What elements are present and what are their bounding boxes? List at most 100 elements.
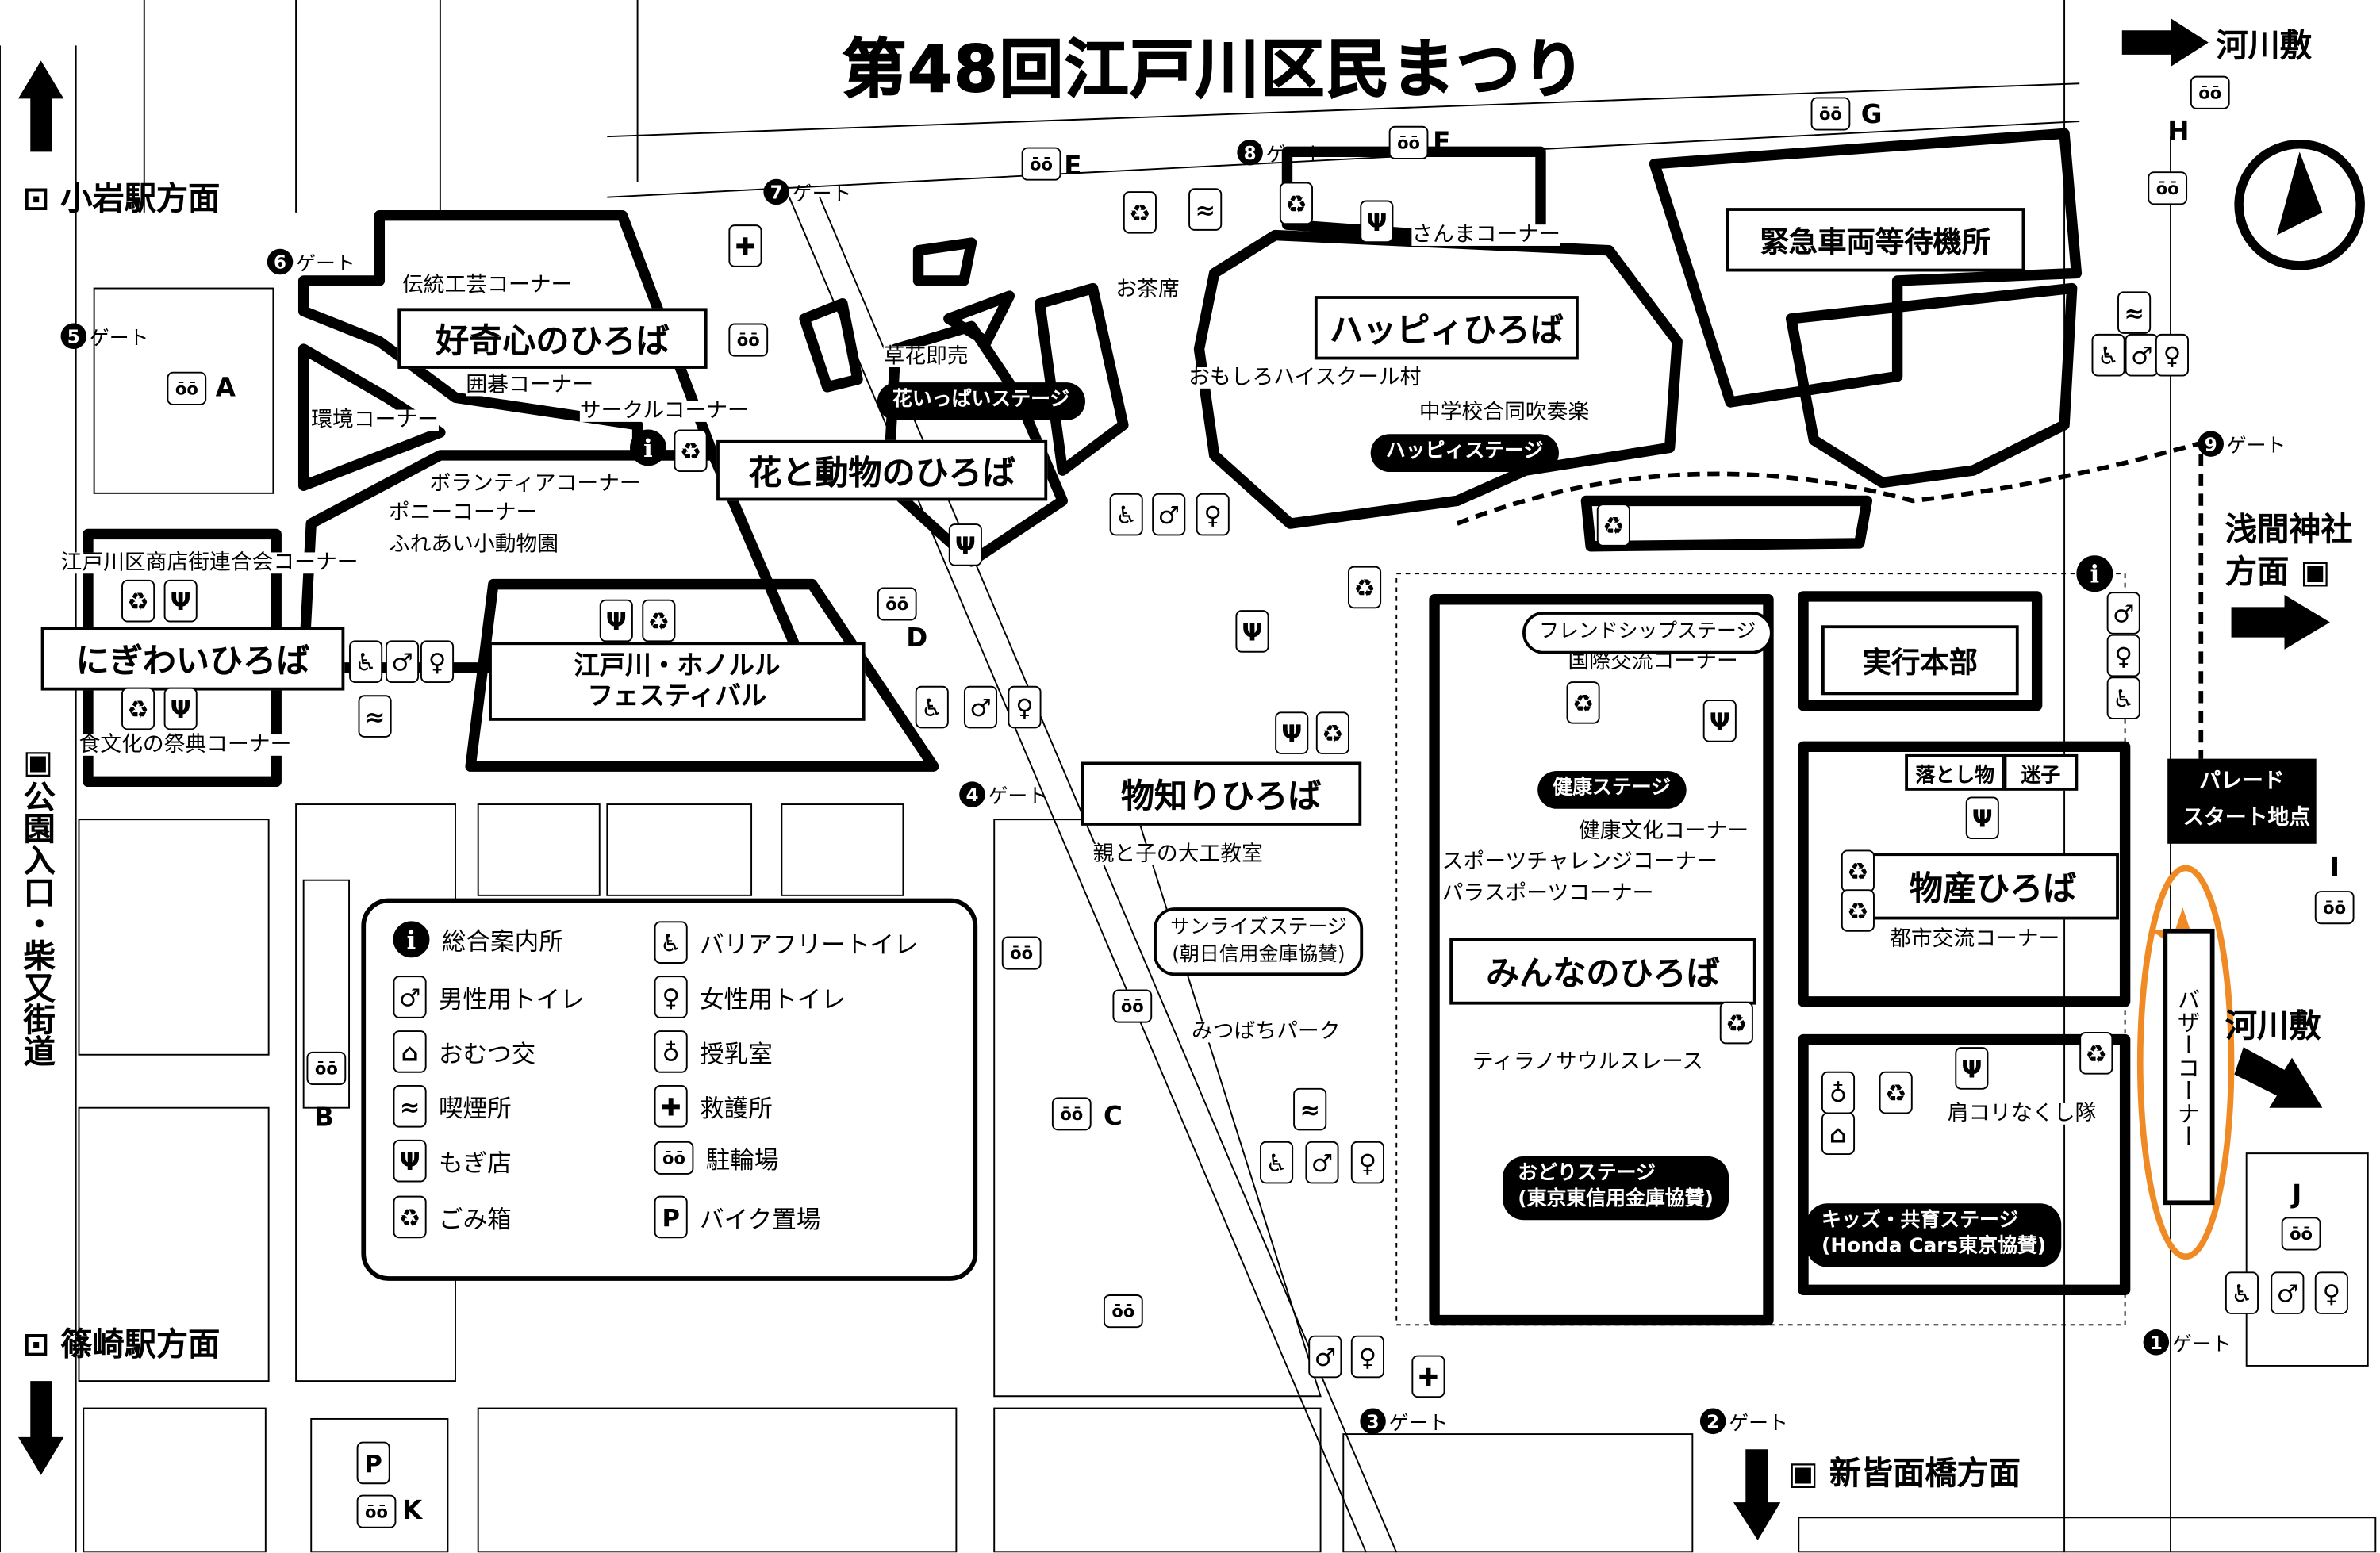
trash-icon xyxy=(1123,191,1157,234)
first-aid-icon xyxy=(728,224,762,267)
shinkaimen-label: 新皆面橋方面 xyxy=(1829,1455,2021,1492)
bike-area-f: F xyxy=(1433,127,1451,158)
trash-icon xyxy=(1279,182,1314,225)
womens-toilet-icon xyxy=(2106,634,2140,677)
mens-toilet-icon xyxy=(2106,592,2140,635)
odori-line2: (東京東信用金庫協賛) xyxy=(1518,1187,1714,1211)
womens-toilet-icon xyxy=(2314,1271,2348,1314)
emergency-vehicle-area: 緊急車両等待機所 xyxy=(1726,208,2025,272)
plaza-minna: みんなのひろば xyxy=(1449,938,1756,1005)
legend-label: 救護所 xyxy=(700,1094,773,1123)
bike-area-k: K xyxy=(402,1496,423,1527)
gate-number: 8 xyxy=(1237,140,1263,166)
legend-label: 授乳室 xyxy=(700,1039,773,1068)
corner-omoshiro: おもしろハイスクール村 xyxy=(1188,366,1422,390)
bike-area-g: G xyxy=(1860,100,1883,131)
trash-icon xyxy=(1348,566,1382,609)
plaza-kokishin: 好奇心のひろば xyxy=(397,308,708,369)
barrier-free-toilet-icon xyxy=(1260,1141,1294,1184)
gate-label: ゲート xyxy=(1265,144,1326,167)
mens-toilet-icon xyxy=(385,640,420,683)
plaza-happy: ハッピィひろば xyxy=(1314,296,1579,360)
barrier-free-toilet-icon xyxy=(915,685,949,729)
womens-toilet-icon xyxy=(1350,1335,1384,1379)
legend-item: おむつ交 xyxy=(393,1030,536,1073)
map-legend: 総合案内所 男性用トイレ おむつ交 喫煙所 もぎ店 ごみ箱 バリアフリートイレ … xyxy=(361,898,978,1281)
gate-number: 1 xyxy=(2143,1329,2170,1356)
bike-area-j: J xyxy=(2292,1180,2302,1211)
womens-toilet-icon xyxy=(1008,685,1042,729)
sengen-shrine-direction: 浅間神社方面 ▣ xyxy=(2225,508,2353,594)
food-stall-icon xyxy=(393,1139,427,1183)
womens-toilet-icon xyxy=(654,976,688,1018)
legend-label: 総合案内所 xyxy=(441,927,563,957)
bike-area-c: C xyxy=(1103,1102,1123,1133)
gate-label: ゲート xyxy=(1729,1413,1788,1436)
legend-label: もぎ店 xyxy=(438,1148,512,1178)
trash-icon xyxy=(1719,1001,1753,1045)
compass-icon xyxy=(2234,140,2365,270)
gate-label: ゲート xyxy=(792,183,852,207)
gate-number: 5 xyxy=(60,323,87,350)
corner-kokusai: 国際交流コーナー xyxy=(1568,649,1738,674)
trash-icon xyxy=(674,429,708,473)
corner-volunteer: ボランティアコーナー xyxy=(429,472,641,497)
motorbike-parking-icon xyxy=(356,1441,390,1485)
mens-toilet-icon xyxy=(1308,1335,1342,1379)
headquarters: 実行本部 xyxy=(1821,625,2019,696)
bicycle-icon xyxy=(728,323,769,357)
bike-area-i: I xyxy=(2329,853,2340,884)
corner-fureai: ふれあい小動物園 xyxy=(388,532,559,558)
bike-area-e: E xyxy=(1064,151,1082,182)
food-stall-icon xyxy=(948,523,982,566)
barrier-free-toilet-icon xyxy=(654,921,688,964)
legend-label: 駐輪場 xyxy=(705,1145,779,1175)
stage-kids: キッズ・共育ステージ(Honda Cars東京協賛) xyxy=(1806,1203,2062,1267)
food-stall-icon xyxy=(1702,700,1737,742)
bicycle-icon xyxy=(877,587,917,621)
corner-sanma: さんまコーナー xyxy=(1411,223,1560,247)
info-icon xyxy=(393,921,430,958)
gate-number: 3 xyxy=(1360,1408,1386,1435)
trash-icon xyxy=(121,687,155,730)
legend-item: もぎ店 xyxy=(393,1139,512,1183)
shinkaimen-direction: ▣ 新皆面橋方面 xyxy=(1788,1449,2021,1494)
trash-icon xyxy=(393,1195,427,1239)
food-stall-icon xyxy=(1275,711,1309,754)
stage-happy: ハッピィステージ xyxy=(1370,434,1559,472)
bicycle-icon xyxy=(2148,171,2188,205)
lost-child: 迷子 xyxy=(2003,753,2079,791)
mens-toilet-icon xyxy=(1152,493,1186,536)
bicycle-icon xyxy=(2281,1217,2321,1251)
gate-number: 2 xyxy=(1699,1408,1726,1435)
legend-label: バイク置場 xyxy=(700,1205,821,1234)
womens-toilet-icon xyxy=(1196,493,1230,536)
food-stall-icon xyxy=(163,687,198,730)
sunrise-line2: (朝日信用金庫協賛) xyxy=(1172,943,1345,966)
shinozaki-station-direction: ⊡ 篠崎駅方面 xyxy=(23,1321,221,1366)
nursing-room-icon xyxy=(1821,1071,1856,1114)
food-stall-icon xyxy=(599,599,633,642)
corner-ochaseki: お茶席 xyxy=(1115,278,1180,302)
mens-toilet-icon xyxy=(1305,1141,1339,1184)
sengen-line1: 浅間神社 xyxy=(2225,511,2353,548)
riverbed-direction-top: 河川敷 xyxy=(2216,27,2312,64)
bike-area-h: H xyxy=(2167,117,2190,148)
legend-item: 喫煙所 xyxy=(393,1085,512,1128)
corner-igo: 囲碁コーナー xyxy=(466,373,594,398)
legend-label: おむつ交 xyxy=(438,1039,536,1068)
parade-line1: パレード xyxy=(2199,769,2285,794)
honolulu-line1: 江戸川・ホノルル xyxy=(574,650,781,681)
bicycle-icon xyxy=(1001,936,1042,970)
smoking-icon xyxy=(1188,188,1223,231)
corner-oyako: 親と子の大工教室 xyxy=(1092,842,1263,867)
shinozaki-label: 篠崎駅方面 xyxy=(60,1326,221,1363)
trash-icon xyxy=(642,599,676,642)
bicycle-icon xyxy=(1103,1294,1143,1329)
info-icon xyxy=(2076,555,2113,592)
bus-icon: ▣ xyxy=(2300,554,2331,591)
plaza-nigiwai: にぎわいひろば xyxy=(40,627,345,691)
bicycle-icon xyxy=(654,1141,694,1175)
womens-toilet-icon xyxy=(420,640,455,683)
